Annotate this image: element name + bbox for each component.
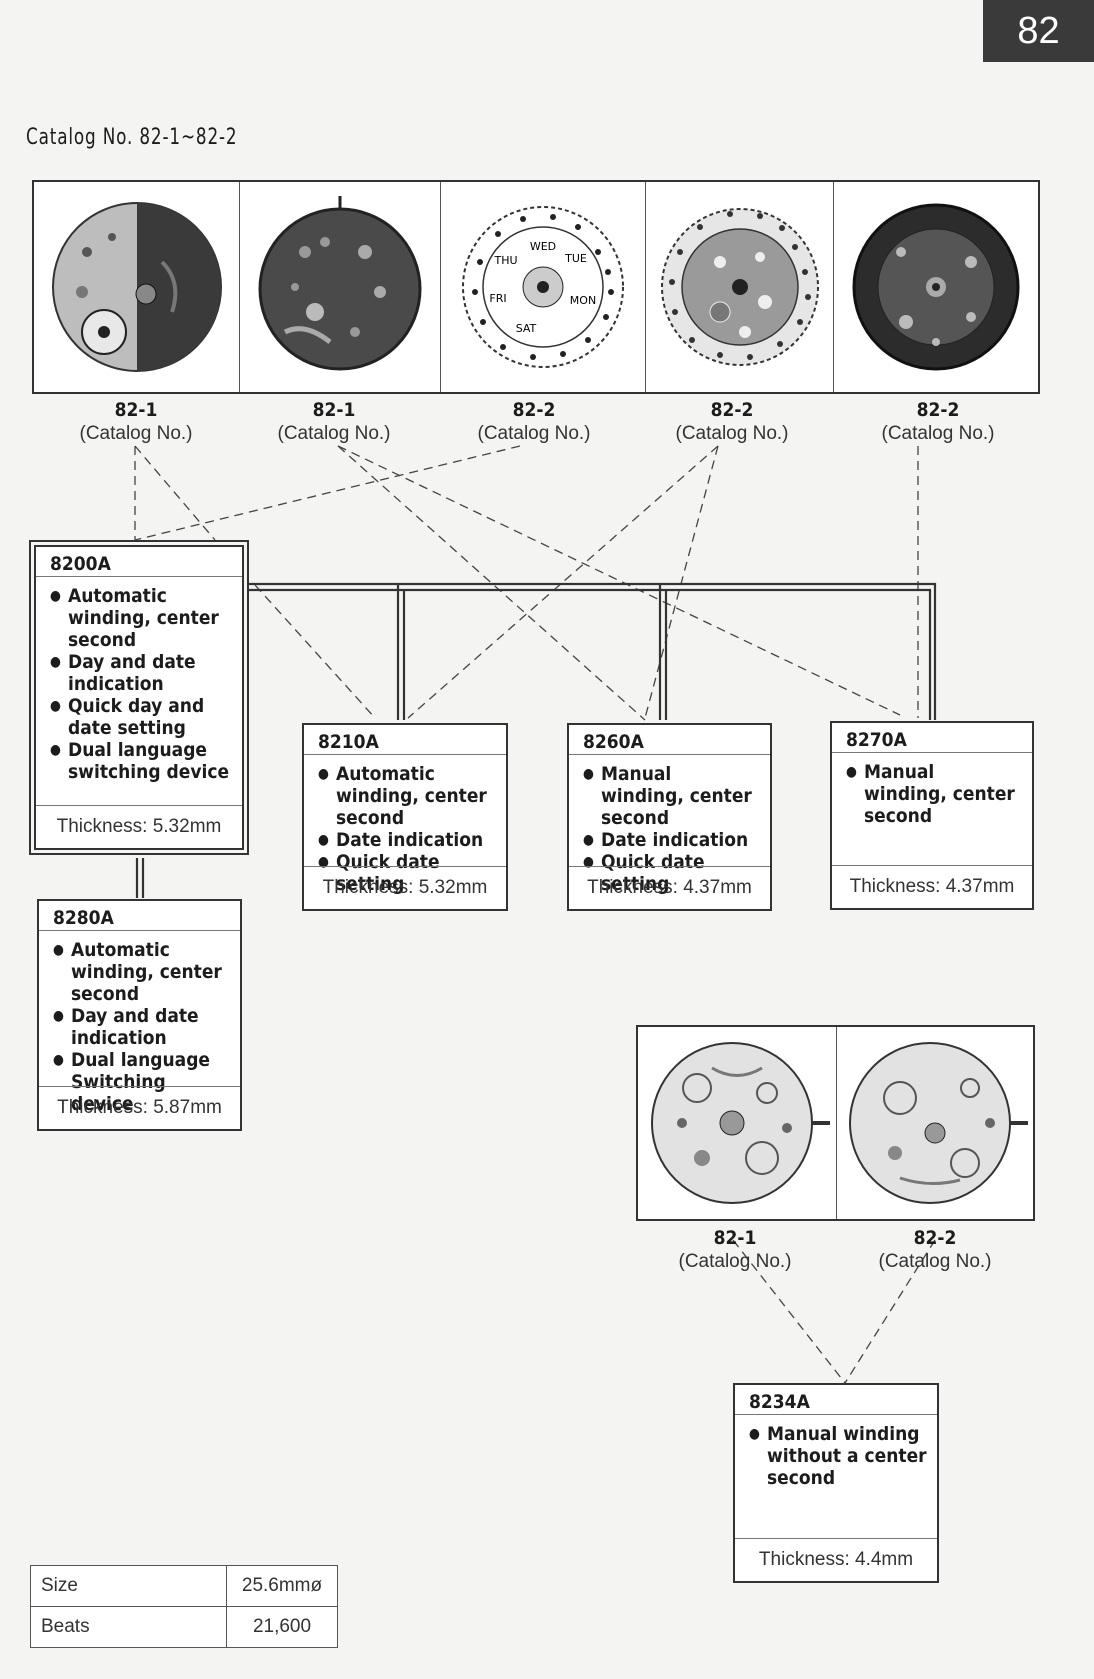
movement-card-8210A: 8210A Automatic winding, center second D… xyxy=(302,723,508,911)
feature-item: Quick date setting xyxy=(583,851,760,895)
feature-item: Date indication xyxy=(583,829,760,851)
top-photo-strip: WED TUE MON THU FRI SAT xyxy=(32,180,1040,394)
movement-card-8200A: 8200A Automatic winding, center second D… xyxy=(29,540,249,855)
feature-list: Automatic winding, center second Day and… xyxy=(39,931,240,1115)
movement-code: 8280A xyxy=(39,901,240,931)
caption-photo-5: 82-2(Catalog No.) xyxy=(848,398,1028,446)
feature-list: Manual winding, center second Date indic… xyxy=(569,755,770,895)
caption-number: 82-1 xyxy=(713,1227,757,1249)
feature-list: Automatic winding, center second Day and… xyxy=(36,577,242,783)
page-number: 82 xyxy=(1017,9,1060,52)
photo-dial-82-2-day-date: WED TUE MON THU FRI SAT xyxy=(441,182,646,392)
feature-item: Dual language Switching device xyxy=(53,1049,230,1115)
photo-movement-82-1-auto xyxy=(34,182,240,392)
caption-label: (Catalog No.) xyxy=(881,423,995,444)
movement-card-8280A: 8280A Automatic winding, center second D… xyxy=(37,899,242,1131)
caption-bottom-photo-2: 82-2(Catalog No.) xyxy=(845,1226,1025,1274)
photo-dial-82-2-date xyxy=(646,182,834,392)
feature-list: Manual winding without a center second xyxy=(735,1415,937,1489)
spec-row-size: Size 25.6mmø xyxy=(30,1565,338,1607)
movement-code: 8200A xyxy=(36,547,242,577)
caption-number: 82-1 xyxy=(312,399,356,421)
caption-label: (Catalog No.) xyxy=(79,423,193,444)
caption-number: 82-2 xyxy=(710,399,754,421)
movement-code: 8270A xyxy=(832,723,1032,753)
caption-label: (Catalog No.) xyxy=(678,1251,792,1272)
feature-list: Manual winding, center second xyxy=(832,753,1032,827)
caption-photo-3: 82-2(Catalog No.) xyxy=(444,398,624,446)
photo-movement-82-1-manual xyxy=(638,1027,837,1219)
thickness-label: Thickness: 5.87mm xyxy=(39,1086,240,1129)
feature-item: Day and date indication xyxy=(53,1005,230,1049)
caption-label: (Catalog No.) xyxy=(675,423,789,444)
photo-movement-82-2-manual xyxy=(837,1027,1033,1219)
movement-code: 8234A xyxy=(735,1385,937,1415)
feature-item: Quick day and date setting xyxy=(50,695,232,739)
spec-label: Size xyxy=(30,1565,227,1607)
movement-card-8270A: 8270A Manual winding, center second Thic… xyxy=(830,721,1034,910)
spec-value: 25.6mmø xyxy=(226,1565,338,1607)
page-number-tab: 82 xyxy=(983,0,1094,62)
catalog-title: Catalog No. 82-1~82-2 xyxy=(26,125,238,150)
spec-label: Beats xyxy=(30,1606,227,1648)
movement-card-8260A: 8260A Manual winding, center second Date… xyxy=(567,723,772,911)
dial-day-wed: WED xyxy=(530,240,556,253)
movement-code: 8210A xyxy=(304,725,506,755)
feature-item: Day and date indication xyxy=(50,651,232,695)
caption-label: (Catalog No.) xyxy=(878,1251,992,1272)
feature-item: Date indication xyxy=(318,829,496,851)
dial-day-sat: SAT xyxy=(516,322,537,335)
dial-day-mon: MON xyxy=(570,294,596,307)
bottom-photo-strip xyxy=(636,1025,1035,1221)
thickness-label: Thickness: 5.32mm xyxy=(304,866,506,909)
dial-day-tue: TUE xyxy=(564,252,587,265)
caption-label: (Catalog No.) xyxy=(277,423,391,444)
thickness-label: Thickness: 4.37mm xyxy=(832,865,1032,908)
spec-value: 21,600 xyxy=(226,1606,338,1648)
movement-code: 8260A xyxy=(569,725,770,755)
thickness-label: Thickness: 4.4mm xyxy=(735,1538,937,1581)
feature-item: Automatic winding, center second xyxy=(50,585,232,651)
feature-item: Automatic winding, center second xyxy=(318,763,496,829)
feature-item: Dual language switching device xyxy=(50,739,232,783)
feature-item: Automatic winding, center second xyxy=(53,939,230,1005)
thickness-label: Thickness: 4.37mm xyxy=(569,866,770,909)
dial-day-thu: THU xyxy=(493,254,517,267)
spec-table: Size 25.6mmø Beats 21,600 xyxy=(30,1565,338,1648)
spec-row-beats: Beats 21,600 xyxy=(30,1606,338,1648)
feature-item: Manual winding without a center second xyxy=(749,1423,927,1489)
photo-movement-82-2-dark xyxy=(834,182,1038,392)
caption-number: 82-1 xyxy=(114,399,158,421)
caption-number: 82-2 xyxy=(913,1227,957,1249)
feature-list: Automatic winding, center second Date in… xyxy=(304,755,506,895)
caption-bottom-photo-1: 82-1(Catalog No.) xyxy=(645,1226,825,1274)
caption-photo-4: 82-2(Catalog No.) xyxy=(642,398,822,446)
caption-photo-2: 82-1(Catalog No.) xyxy=(244,398,424,446)
feature-item: Quick date setting xyxy=(318,851,496,895)
caption-label: (Catalog No.) xyxy=(477,423,591,444)
photo-movement-82-1-rear xyxy=(240,182,441,392)
caption-photo-1: 82-1(Catalog No.) xyxy=(46,398,226,446)
thickness-label: Thickness: 5.32mm xyxy=(36,805,242,848)
caption-number: 82-2 xyxy=(512,399,556,421)
feature-item: Manual winding, center second xyxy=(846,761,1022,827)
caption-number: 82-2 xyxy=(916,399,960,421)
feature-item: Manual winding, center second xyxy=(583,763,760,829)
movement-card-8234A: 8234A Manual winding without a center se… xyxy=(733,1383,939,1583)
dial-day-fri: FRI xyxy=(489,292,506,305)
